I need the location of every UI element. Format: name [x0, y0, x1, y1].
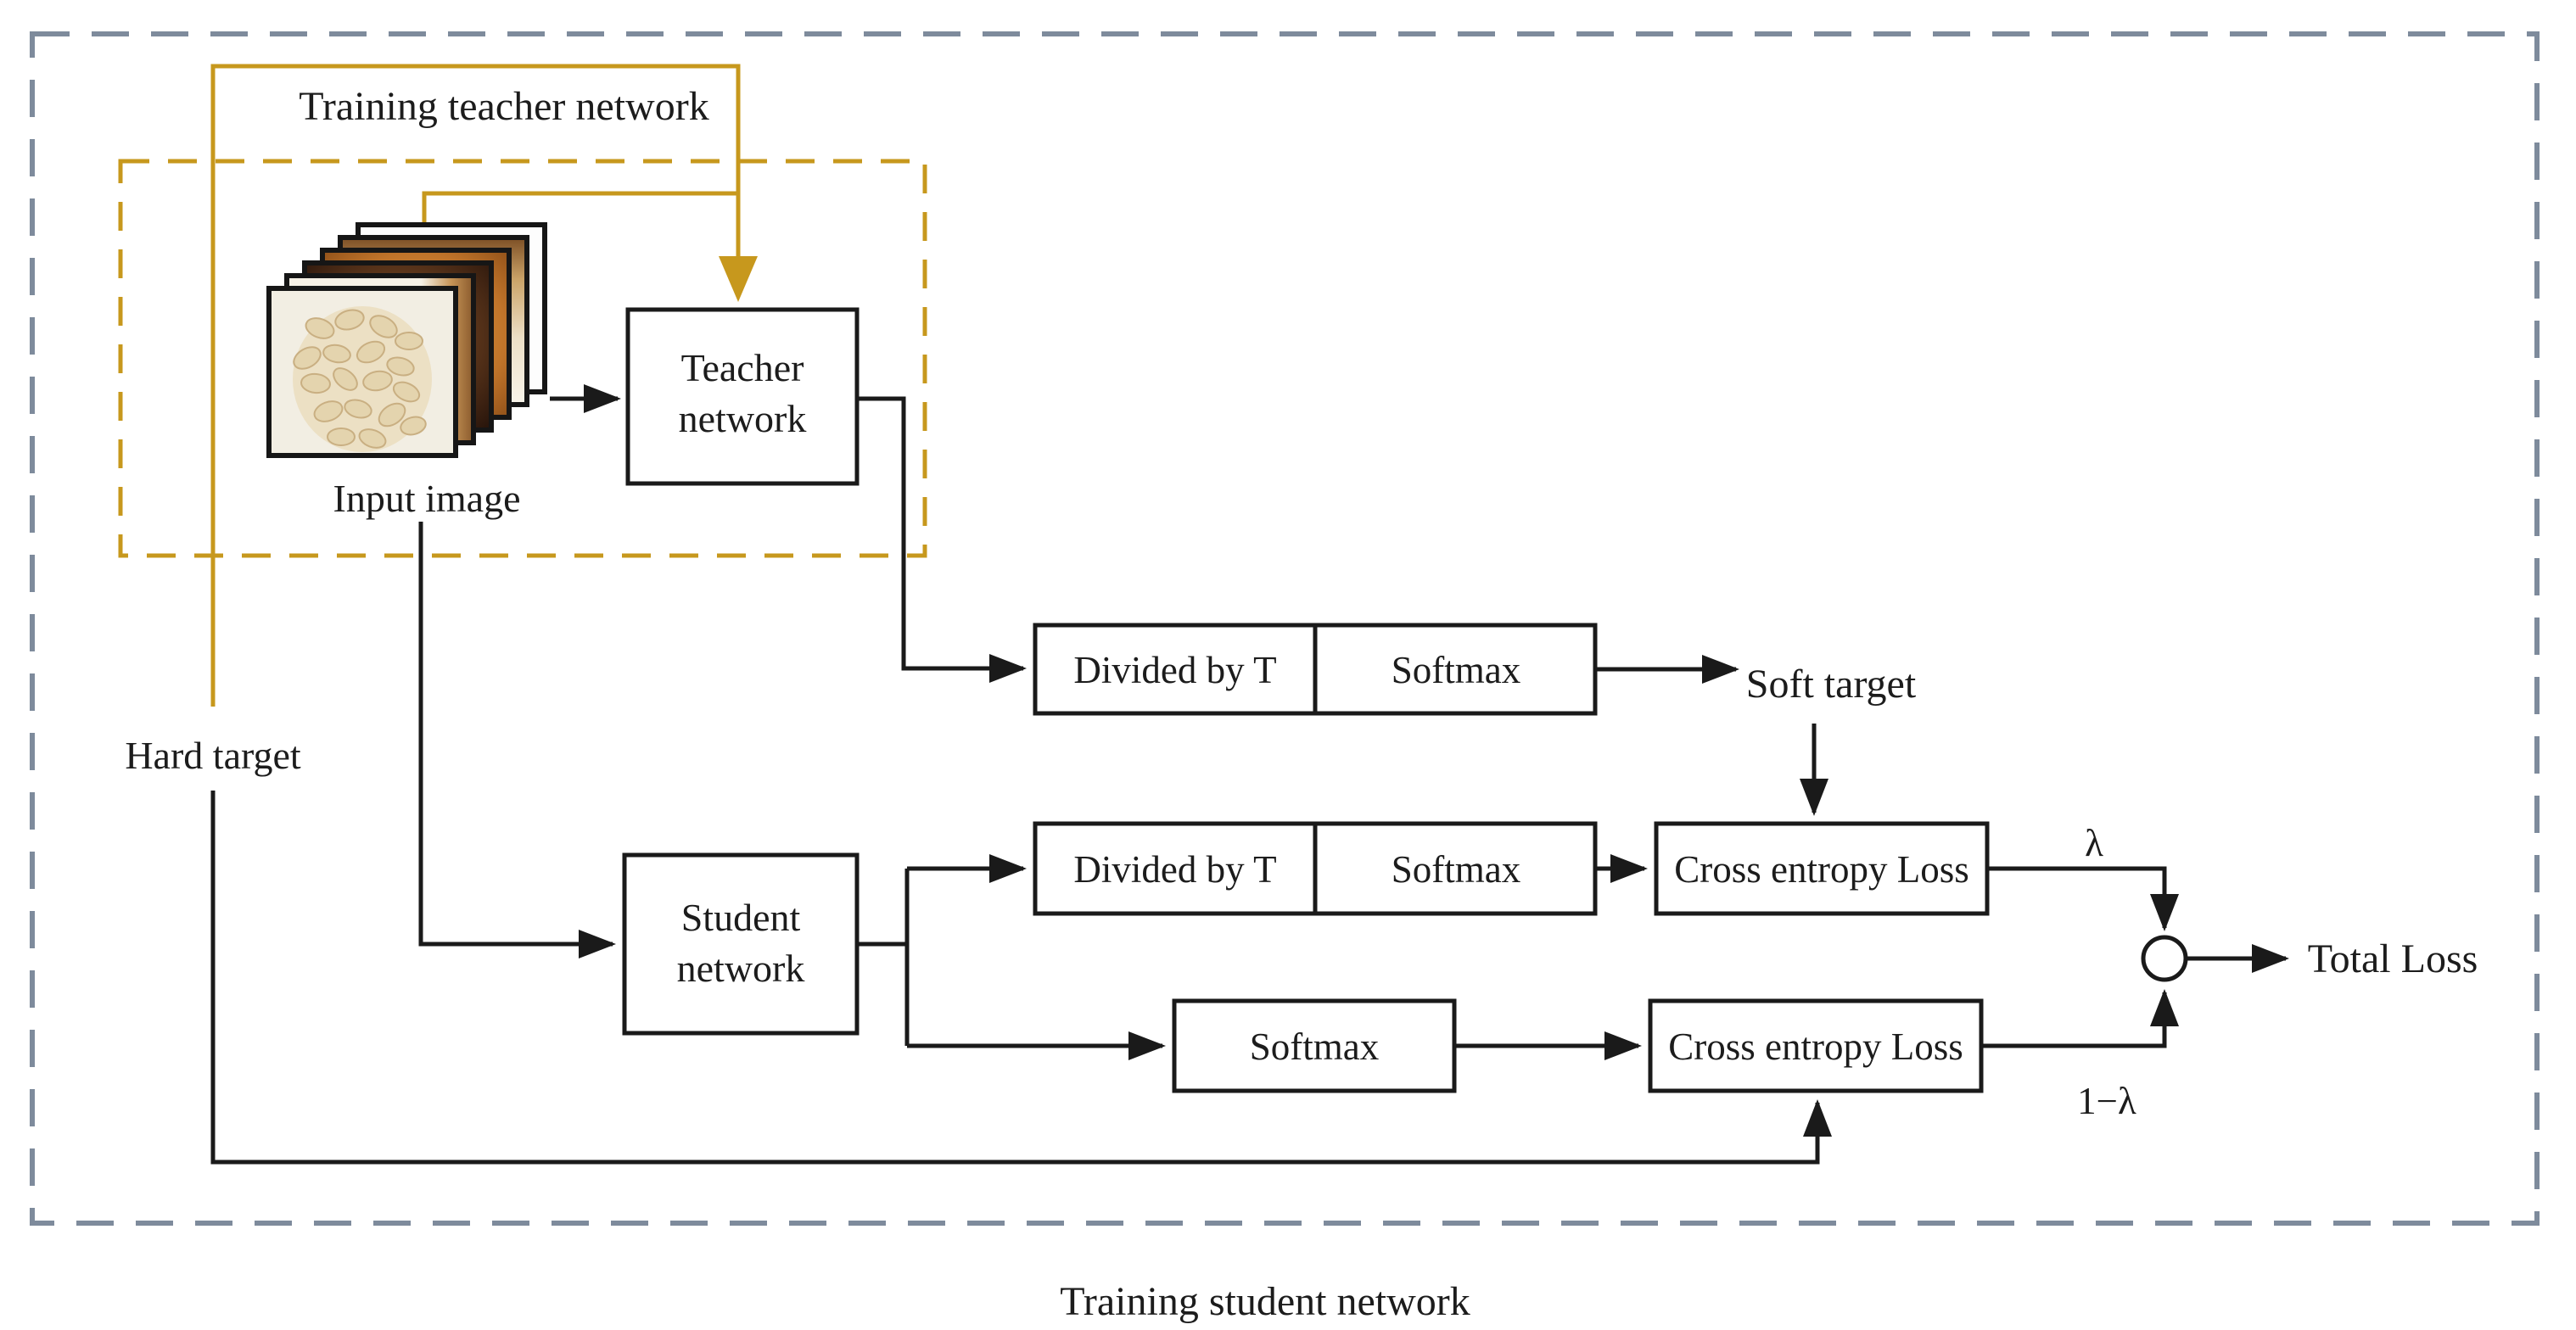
softmax-mid-label: Softmax — [1392, 848, 1521, 891]
hard-loss-to-sum-line — [1981, 989, 2179, 1048]
input-image-label: Input image — [333, 477, 521, 520]
student-network-label-line2: network — [677, 947, 805, 990]
seed-pile-illustration — [293, 306, 432, 452]
teacher-region-dashed-border — [118, 159, 927, 558]
softmax-bottom-box — [1172, 998, 1457, 1093]
input-to-student-line — [418, 522, 616, 958]
teacher-training-loop-line — [210, 64, 758, 707]
soft-target-label: Soft target — [1746, 662, 1917, 707]
teacher-training-label: Training teacher network — [299, 84, 708, 129]
soft-loss-to-sum-line — [1987, 866, 2179, 931]
teacher-network-label-line1: Teacher — [681, 346, 804, 389]
cross-entropy-top-label: Cross entropy Loss — [1674, 848, 1969, 891]
cross-entropy-top-box — [1654, 821, 1990, 916]
sum-node — [2141, 935, 2188, 982]
hard-target-line — [210, 791, 1832, 1165]
hard-target-label: Hard target — [125, 734, 301, 777]
diagram-caption: Training student network — [1060, 1279, 1470, 1324]
input-image-stack — [266, 222, 547, 458]
teacher-network-label-line2: network — [679, 397, 807, 440]
cross-entropy-bottom-box — [1648, 998, 1984, 1093]
divided-by-t-top-label: Divided by T — [1073, 649, 1276, 691]
teacher-output-line — [857, 396, 1027, 683]
stack-to-teacher-loop-line — [422, 191, 736, 223]
student-network-box — [622, 852, 860, 1036]
student-network-label-line1: Student — [681, 896, 801, 939]
outer-dashed-border — [30, 31, 2540, 1226]
total-loss-label: Total Loss — [2308, 936, 2478, 981]
cross-entropy-bottom-label: Cross entropy Loss — [1668, 1025, 1963, 1068]
divided-by-t-mid-label: Divided by T — [1073, 848, 1276, 891]
softmax-bottom-label: Softmax — [1250, 1025, 1380, 1068]
one-minus-lambda-label: 1−λ — [2077, 1080, 2136, 1122]
lambda-label: λ — [2085, 822, 2103, 864]
softmax-top-label: Softmax — [1392, 649, 1521, 691]
teacher-network-box — [625, 307, 860, 486]
